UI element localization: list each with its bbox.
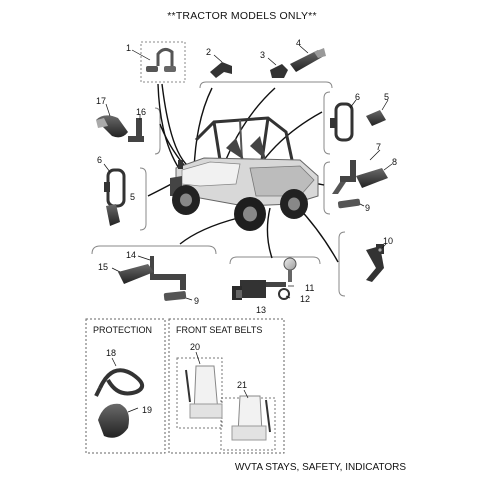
front-seat-belts-label: FRONT SEAT BELTS	[176, 325, 262, 335]
callout-9-right: 9	[365, 203, 370, 213]
seat-belt-20-box	[176, 357, 223, 429]
callout-21: 21	[237, 380, 247, 390]
part-9-reflector-right	[337, 198, 361, 209]
part-12-hitch-pin	[278, 288, 290, 300]
callout-1: 1	[126, 43, 131, 53]
callout-4: 4	[296, 38, 301, 48]
callout-19: 19	[142, 405, 152, 415]
section-brackets	[91, 41, 346, 297]
part-10-bracket	[366, 244, 384, 282]
part-17-indicator-lamp	[96, 115, 128, 138]
callout-6-right: 6	[355, 92, 360, 102]
callout-20: 20	[190, 342, 200, 352]
part-13-hitch-receiver	[232, 280, 286, 300]
part-9-reflector-left	[163, 291, 187, 301]
callout-5-left: 5	[130, 192, 135, 202]
callout-10: 10	[383, 236, 393, 246]
callout-3: 3	[260, 50, 265, 60]
part-6-mirror-left	[104, 168, 126, 208]
callout-15: 15	[98, 262, 108, 272]
callout-17: 17	[96, 96, 106, 106]
part-20-seat-belt	[185, 365, 223, 419]
diagram-title: **TRACTOR MODELS ONLY**	[167, 10, 317, 22]
part-8-indicator-lamp	[356, 168, 388, 188]
part-14-bracket	[150, 256, 186, 290]
part-3-mount	[270, 64, 288, 78]
protection-box	[85, 318, 166, 454]
part-6-mirror-right	[330, 102, 354, 142]
callout-9-left: 9	[194, 296, 199, 306]
part-16-bracket	[128, 118, 144, 142]
part-2-bracket	[210, 62, 232, 78]
part-4-indicator-lamp	[290, 48, 326, 72]
callout-13: 13	[256, 305, 266, 315]
callout-12: 12	[300, 294, 310, 304]
callout-14: 14	[126, 250, 136, 260]
callout-8: 8	[392, 157, 397, 167]
utv-vehicle	[170, 116, 319, 231]
diagram-footer: WVTA STAYS, SAFETY, INDICATORS	[234, 462, 406, 473]
callout-2: 2	[206, 47, 211, 57]
part-1-dashed-box	[140, 41, 186, 83]
part-11-tow-ball	[283, 257, 297, 282]
seat-belt-21-box	[220, 397, 276, 451]
part-5-mirror-arm-right	[366, 110, 386, 126]
part-5-mirror-arm-left	[106, 204, 120, 226]
part-1-shackle	[146, 47, 176, 72]
callout-16: 16	[136, 107, 146, 117]
part-15-indicator-lamp	[118, 264, 154, 284]
callout-18: 18	[106, 348, 116, 358]
callout-5-right: 5	[384, 92, 389, 102]
front-seat-belts-box	[168, 318, 285, 454]
part-19-cover	[98, 403, 129, 438]
callout-11: 11	[305, 283, 314, 293]
part-7-bracket	[332, 160, 356, 194]
callout-labels: 1 2 3 4 5 5 6 6 7 8 9 9 10 11 12 13 14 1…	[96, 38, 397, 415]
callout-6-left: 6	[97, 155, 102, 165]
part-18-cable-lock	[94, 368, 144, 397]
part-21-seat-belt	[231, 395, 271, 441]
protection-label: PROTECTION	[93, 325, 152, 335]
callout-7: 7	[376, 142, 381, 152]
